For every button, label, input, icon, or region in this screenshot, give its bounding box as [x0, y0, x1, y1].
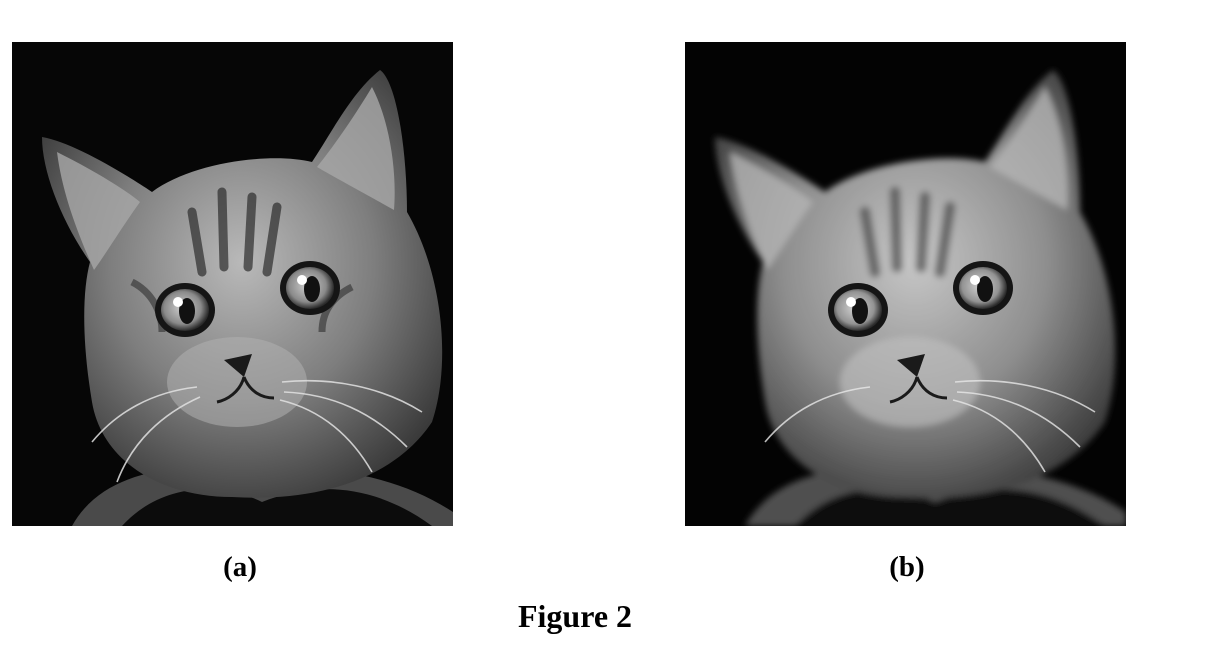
- figure-caption: Figure 2: [517, 598, 633, 634]
- kitten-illustration-a: [12, 42, 453, 526]
- kitten-image-original: [12, 42, 453, 526]
- kitten-illustration-b: [685, 42, 1126, 526]
- subfigure-label-a: (a): [223, 551, 257, 583]
- kitten-image-processed: [685, 42, 1126, 526]
- subfigure-label-b: (b): [889, 551, 925, 583]
